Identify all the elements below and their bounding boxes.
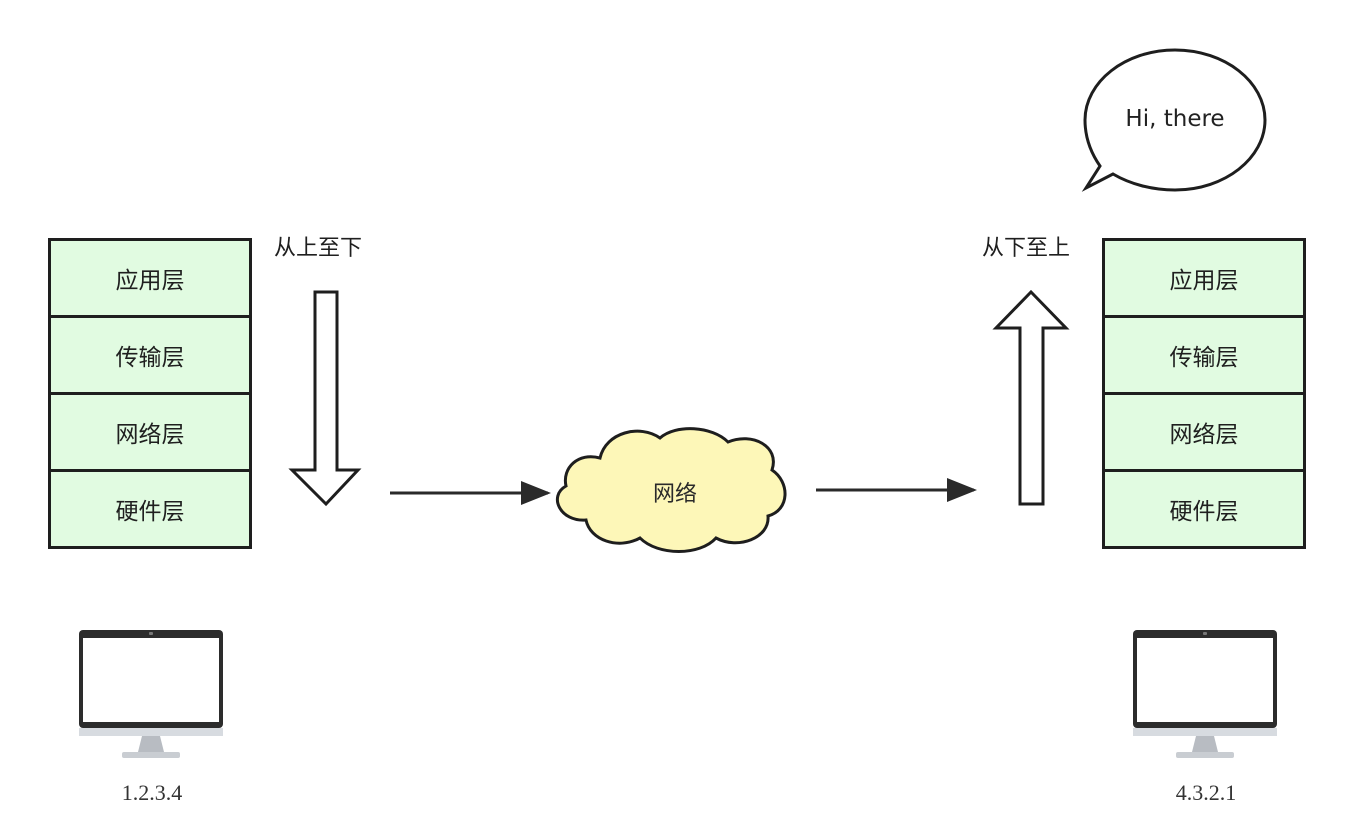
right-layer-application: 应用层 xyxy=(1102,238,1306,318)
speech-bubble-text: Hi, there xyxy=(1125,106,1225,132)
left-protocol-stack: 应用层 传输层 网络层 硬件层 xyxy=(48,238,252,549)
left-direction-label: 从上至下 xyxy=(274,236,363,261)
right-protocol-stack: 应用层 传输层 网络层 硬件层 xyxy=(1102,238,1306,549)
right-layer-network: 网络层 xyxy=(1102,392,1306,472)
right-layer-hardware: 硬件层 xyxy=(1102,469,1306,549)
network-cloud xyxy=(555,427,787,553)
left-layer-hardware: 硬件层 xyxy=(48,469,252,549)
right-monitor-icon xyxy=(1133,630,1277,758)
left-layer-transport: 传输层 xyxy=(48,315,252,395)
speech-bubble xyxy=(1081,48,1267,192)
right-direction-label: 从下至上 xyxy=(982,236,1071,261)
left-layer-application: 应用层 xyxy=(48,238,252,318)
right-ip-address: 4.3.2.1 xyxy=(1175,780,1237,805)
right-layer-transport: 传输层 xyxy=(1102,315,1306,395)
left-monitor-icon xyxy=(79,630,223,758)
left-ip-address: 1.2.3.4 xyxy=(121,780,183,805)
left-layer-network: 网络层 xyxy=(48,392,252,472)
up-arrow-icon xyxy=(992,289,1070,506)
down-arrow-icon xyxy=(288,290,362,507)
network-label: 网络 xyxy=(652,482,697,507)
